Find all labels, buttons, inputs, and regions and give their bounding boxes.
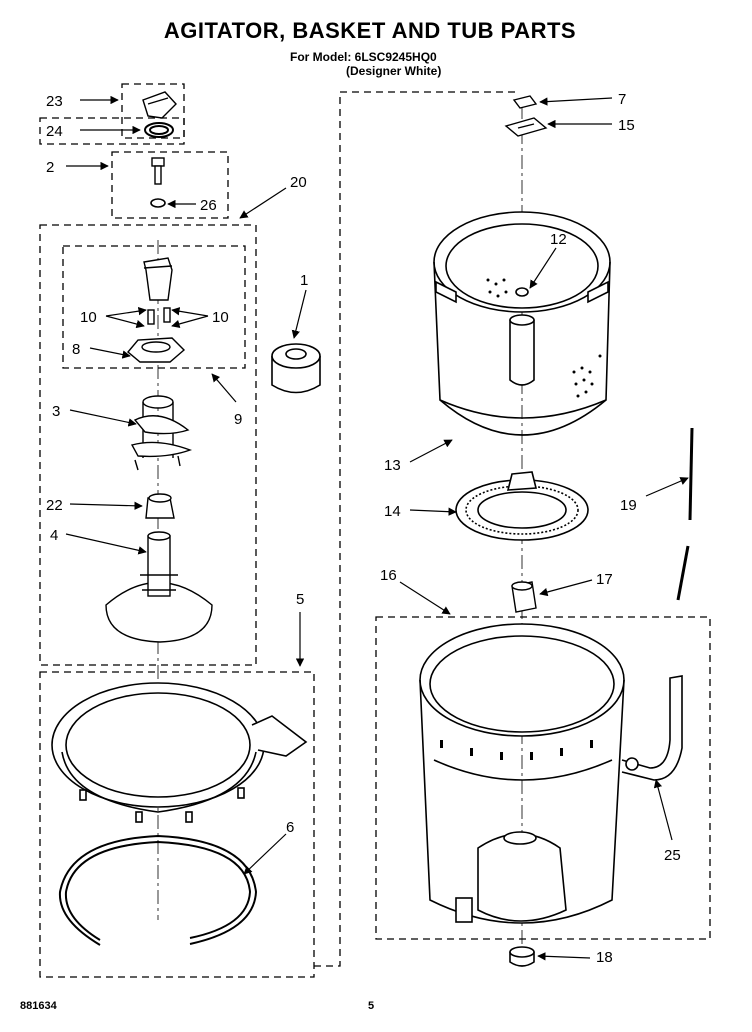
part-1-seal xyxy=(271,343,321,394)
part-8-cam-base xyxy=(127,337,186,363)
leader-1 xyxy=(291,289,307,339)
callout-24: 24 xyxy=(46,123,63,140)
part-17-hub-nut xyxy=(511,581,537,613)
leader-10b2 xyxy=(171,307,209,317)
callout-13: 13 xyxy=(384,457,401,474)
model-color: (Designer White) xyxy=(346,64,442,78)
page-number: 5 xyxy=(368,1000,375,1012)
leader-18 xyxy=(537,952,591,961)
part-22-coupling xyxy=(145,493,175,519)
callout-4: 4 xyxy=(50,527,58,544)
part-5-tub-ring xyxy=(51,682,308,823)
callout-7: 7 xyxy=(618,91,626,108)
leader-20 xyxy=(239,187,287,219)
group-box-16 xyxy=(375,616,711,940)
leader-9 xyxy=(211,373,237,403)
leader-7 xyxy=(539,97,613,106)
leader-19 xyxy=(645,477,689,497)
part-2-bolt xyxy=(151,157,165,185)
part-26-washer xyxy=(150,198,166,208)
part-15-bracket xyxy=(504,117,548,137)
leader-8 xyxy=(89,347,131,359)
callout-16: 16 xyxy=(380,567,397,584)
part-16-outer-tub xyxy=(419,623,683,924)
leader-17 xyxy=(539,579,593,597)
group-box-2-26 xyxy=(111,151,229,219)
group-box-24 xyxy=(39,117,185,145)
leader-4 xyxy=(65,533,147,555)
model-number: For Model: 6LSC9245HQ0 xyxy=(290,50,437,64)
leader-22 xyxy=(69,501,143,510)
callout-18: 18 xyxy=(596,949,613,966)
part-13-basket xyxy=(433,211,611,436)
document-code: 881634 xyxy=(20,1000,57,1012)
callout-22: 22 xyxy=(46,497,63,514)
routing-line xyxy=(314,91,518,967)
leader-10a2 xyxy=(105,306,147,317)
leader-14 xyxy=(409,507,457,516)
group-box-23 xyxy=(121,83,185,139)
callout-23: 23 xyxy=(46,93,63,110)
leader-3 xyxy=(69,409,137,427)
callout-19: 19 xyxy=(620,497,637,514)
group-box-20 xyxy=(39,224,257,666)
callout-9: 9 xyxy=(234,411,242,428)
leader-25 xyxy=(653,779,673,841)
part-24-ring xyxy=(144,122,174,138)
callout-8: 8 xyxy=(72,341,80,358)
leader-12 xyxy=(529,247,557,289)
part-6-retaining-ring xyxy=(58,834,258,946)
callout-12: 12 xyxy=(550,231,567,248)
part-19-hose xyxy=(676,427,694,601)
part-9-cam-assembly xyxy=(143,257,173,325)
callout-26: 26 xyxy=(200,197,217,214)
callout-10-right: 10 xyxy=(212,309,229,326)
part-23-cap xyxy=(142,91,177,119)
leader-10b xyxy=(171,315,209,329)
callout-3: 3 xyxy=(52,403,60,420)
part-18-fitting xyxy=(509,946,535,967)
leader-16 xyxy=(399,581,451,615)
callout-2: 2 xyxy=(46,159,54,176)
part-7-clip xyxy=(512,95,538,109)
callout-15: 15 xyxy=(618,117,635,134)
callout-14: 14 xyxy=(384,503,401,520)
part-14-hub-plate xyxy=(455,471,589,541)
callout-5: 5 xyxy=(296,591,304,608)
callout-20: 20 xyxy=(290,174,307,191)
callout-25: 25 xyxy=(664,847,681,864)
part-4-drive-base xyxy=(105,531,213,643)
callout-10-left: 10 xyxy=(80,309,97,326)
group-box-5 xyxy=(39,671,315,978)
leader-10a xyxy=(105,315,145,329)
page-title: AGITATOR, BASKET AND TUB PARTS xyxy=(163,18,577,43)
group-box-9 xyxy=(62,245,246,369)
callout-17: 17 xyxy=(596,571,613,588)
leader-13 xyxy=(409,439,453,463)
callout-6: 6 xyxy=(286,819,294,836)
callout-1: 1 xyxy=(300,272,308,289)
part-3-auger xyxy=(130,395,193,471)
leader-6 xyxy=(243,833,287,875)
